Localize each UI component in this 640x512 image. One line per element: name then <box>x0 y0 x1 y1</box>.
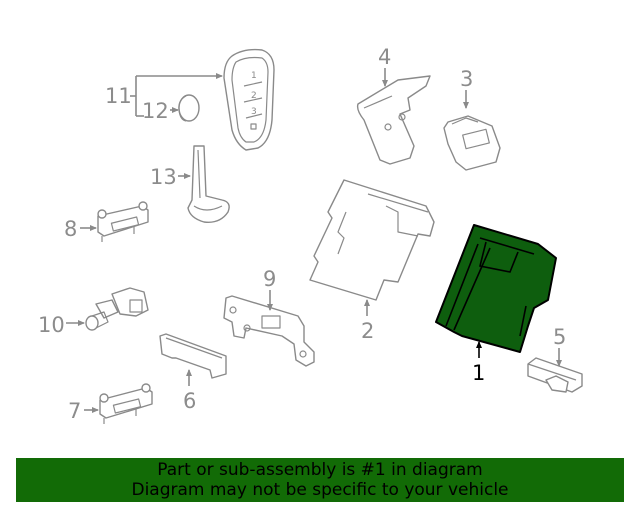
notice-banner: Part or sub-assembly is #1 in diagram Di… <box>16 458 624 502</box>
part-13-key-blade[interactable] <box>187 145 230 223</box>
callout-9[interactable]: 9 <box>263 267 276 291</box>
callout-2[interactable]: 2 <box>361 319 374 343</box>
callout-12[interactable]: 12 <box>142 99 169 123</box>
callout-1[interactable]: 1 <box>472 361 485 385</box>
callout-7[interactable]: 7 <box>68 399 81 423</box>
callout-6[interactable]: 6 <box>183 389 196 413</box>
part-2-cover[interactable] <box>309 179 435 301</box>
parts-diagram: 1 2 3 11 12 13 8 4 <box>38 45 583 424</box>
fob-panic-button-icon <box>250 123 257 130</box>
banner-line-2: Diagram may not be specific to your vehi… <box>131 480 509 500</box>
callout-10[interactable]: 10 <box>38 313 65 337</box>
part-1-module-highlighted[interactable] <box>435 224 557 353</box>
callout-13[interactable]: 13 <box>150 165 177 189</box>
part-8-antenna[interactable] <box>97 201 149 242</box>
callout-4[interactable]: 4 <box>378 45 391 69</box>
fob-button-1-label: 1 <box>251 71 257 81</box>
part-9-bracket-plate[interactable] <box>223 295 315 367</box>
part-11-key-fob[interactable]: 1 2 3 <box>223 48 275 151</box>
fob-button-2-label: 2 <box>251 91 257 101</box>
part-10-connector[interactable] <box>85 287 149 331</box>
banner-line-1: Part or sub-assembly is #1 in diagram <box>157 460 483 480</box>
part-3-module[interactable] <box>443 115 501 171</box>
part-6-antenna-bar[interactable] <box>159 333 227 379</box>
callout-5[interactable]: 5 <box>553 325 566 349</box>
part-12-battery[interactable] <box>178 94 200 122</box>
part-5-sensor[interactable] <box>527 357 583 393</box>
part-7-antenna[interactable] <box>99 383 153 424</box>
part-4-bracket[interactable] <box>356 75 431 165</box>
fob-button-3-label: 3 <box>251 107 257 117</box>
callout-11[interactable]: 11 <box>105 84 132 108</box>
callout-3[interactable]: 3 <box>460 67 473 91</box>
callout-8[interactable]: 8 <box>64 217 77 241</box>
